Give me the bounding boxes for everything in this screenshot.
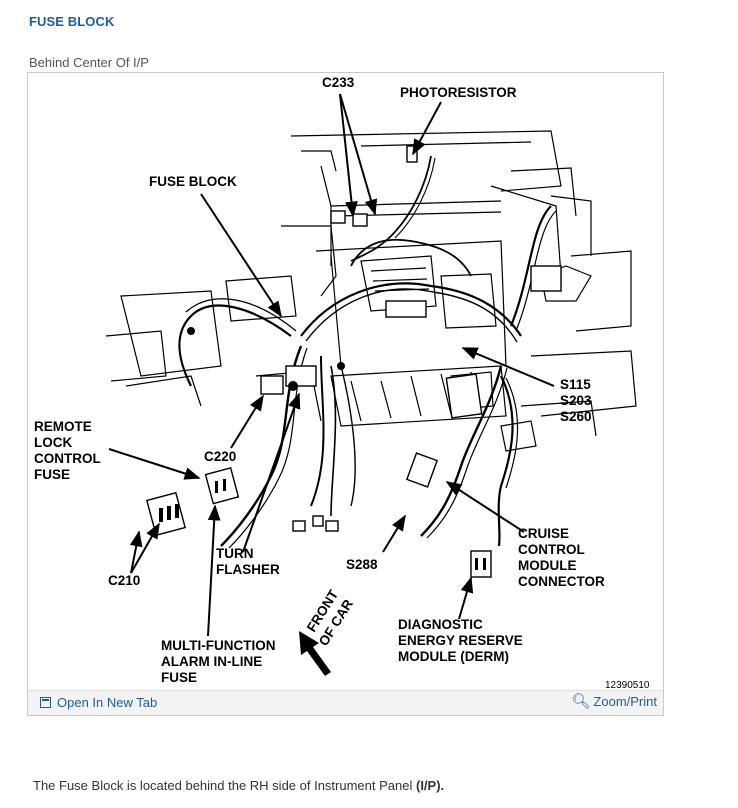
label-remote-2: LOCK — [34, 435, 72, 450]
front-of-car-arrow — [299, 631, 331, 676]
wire-harness — [178, 155, 557, 549]
label-s203: S203 — [560, 393, 592, 408]
label-multi-1: MULTI-FUNCTION — [161, 638, 275, 653]
label-remote-1: REMOTE — [34, 419, 92, 434]
label-remote-3: CONTROL — [34, 451, 101, 466]
page-title: FUSE BLOCK — [29, 14, 115, 29]
label-c210: C210 — [108, 573, 140, 588]
connector-details — [159, 327, 486, 570]
label-c220: C220 — [204, 449, 236, 464]
caption-main: The Fuse Block is located behind the RH … — [33, 778, 416, 793]
label-s288: S288 — [346, 557, 378, 572]
dashboard-structure — [105, 130, 637, 452]
connectors — [145, 145, 562, 578]
label-cruise-1: CRUISE — [518, 526, 569, 541]
label-s260: S260 — [560, 409, 592, 424]
zoom-icon: 🔍︎ — [571, 693, 591, 710]
figure-frame: C233 PHOTORESISTOR FUSE BLOCK S115 S203 … — [27, 72, 664, 716]
label-turn-2: FLASHER — [216, 562, 280, 577]
label-diag-2: ENERGY RESERVE — [398, 633, 523, 648]
caption-bold: (I/P). — [415, 778, 445, 793]
open-new-tab-label: Open In New Tab — [57, 695, 158, 710]
label-multi-2: ALARM IN-LINE — [161, 654, 262, 669]
wiring-diagram: C233 PHOTORESISTOR FUSE BLOCK S115 S203 … — [34, 76, 650, 689]
label-remote-4: FUSE — [34, 467, 70, 482]
figure-toolbar: Open In New Tab 🔍︎ Zoom/Print — [28, 690, 663, 715]
label-multi-3: FUSE — [161, 670, 197, 685]
label-diag-3: MODULE (DERM) — [398, 649, 509, 664]
zoom-print-label: Zoom/Print — [593, 694, 657, 709]
label-turn-1: TURN — [216, 546, 254, 561]
label-c233: C233 — [322, 76, 355, 90]
label-fuse-block: FUSE BLOCK — [149, 174, 237, 189]
label-cruise-2: CONTROL — [518, 542, 585, 557]
label-cruise-3: MODULE — [518, 558, 577, 573]
caption-text: The Fuse Block is located behind the RH … — [33, 778, 444, 793]
label-cruise-4: CONNECTOR — [518, 574, 605, 589]
label-s115: S115 — [560, 377, 591, 392]
open-new-tab-icon — [40, 697, 51, 708]
zoom-print-link[interactable]: 🔍︎ Zoom/Print — [571, 694, 657, 709]
figure-number: 12390510 — [605, 680, 650, 689]
label-diag-1: DIAGNOSTIC — [398, 617, 483, 632]
diagram-image[interactable]: C233 PHOTORESISTOR FUSE BLOCK S115 S203 … — [31, 76, 660, 689]
leader-arrows — [108, 93, 555, 637]
open-new-tab-link[interactable]: Open In New Tab — [40, 695, 157, 710]
label-photoresistor: PHOTORESISTOR — [400, 85, 517, 100]
figure-subtitle: Behind Center Of I/P — [29, 55, 149, 70]
